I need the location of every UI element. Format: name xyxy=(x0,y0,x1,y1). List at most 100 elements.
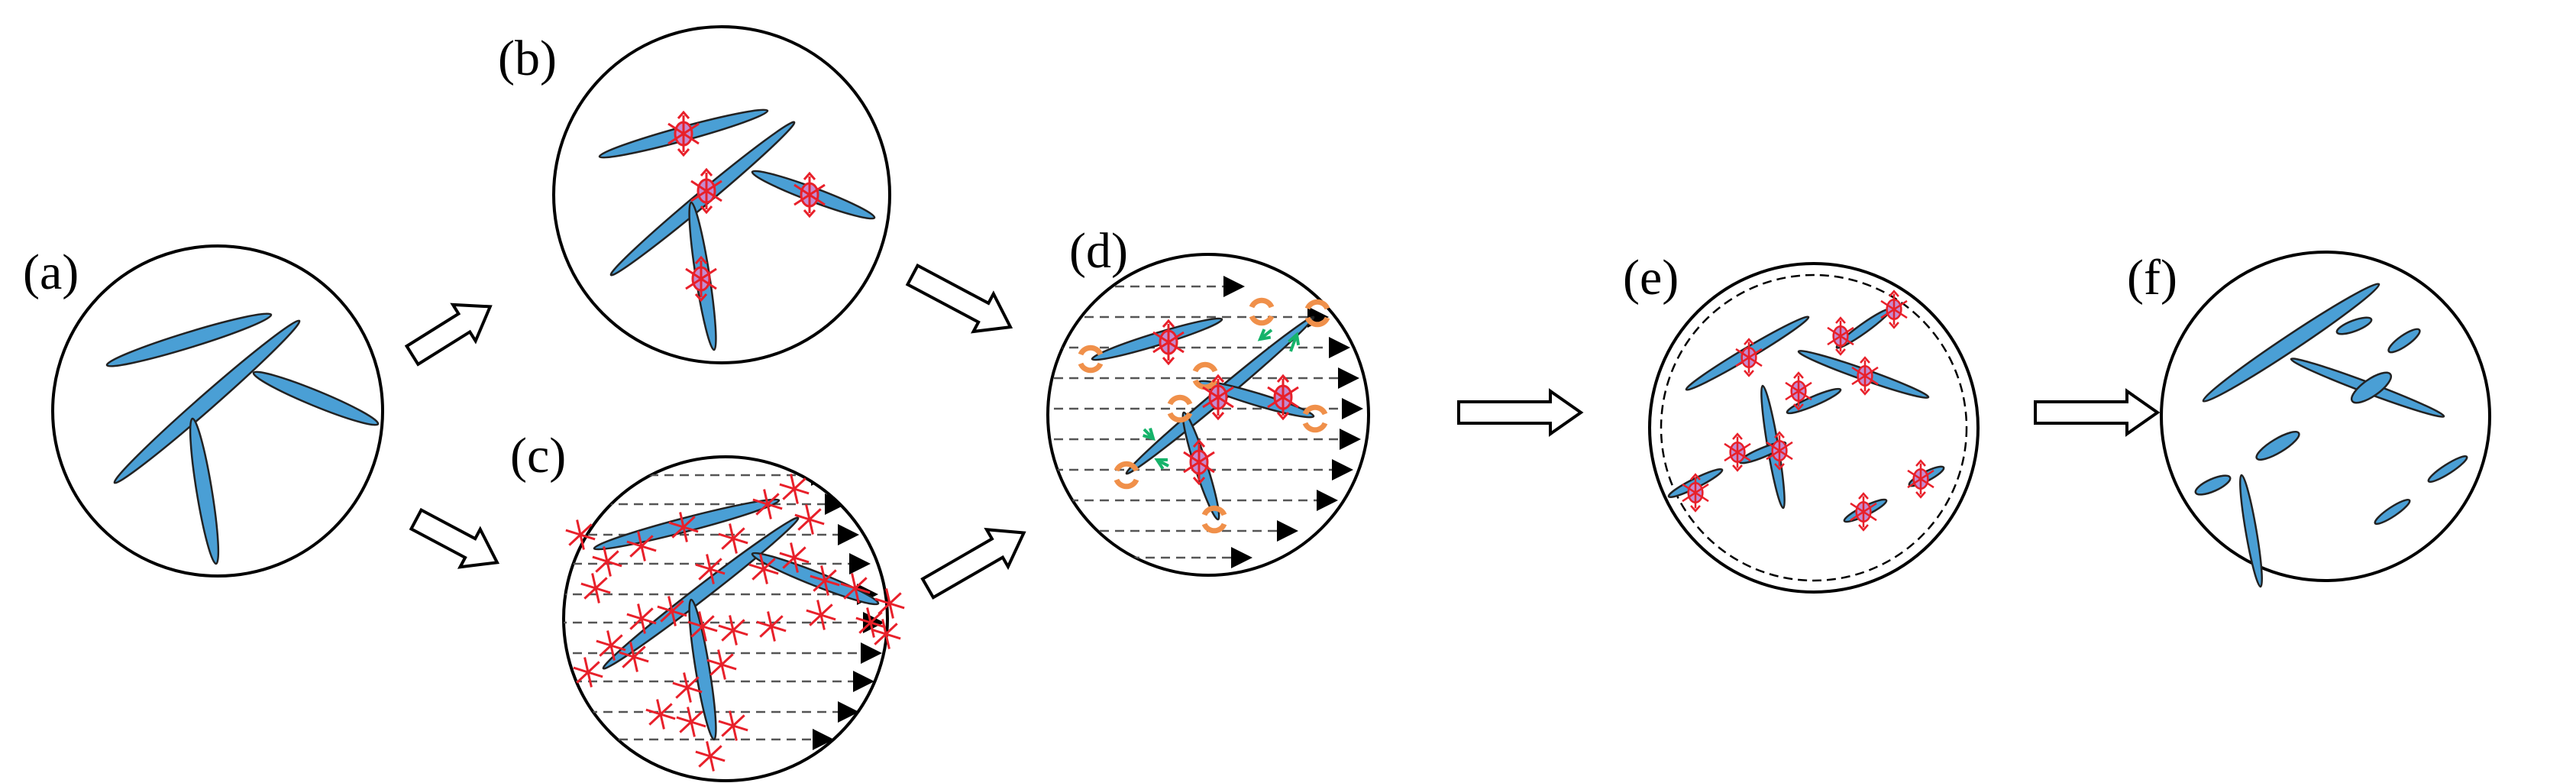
needle xyxy=(2350,371,2393,404)
panel-label-c: (c) xyxy=(510,428,566,484)
end-ring xyxy=(1249,297,1275,326)
panel-e-circle xyxy=(1648,262,1980,594)
panel-a-needles xyxy=(105,312,380,565)
defect-marker xyxy=(1267,374,1299,421)
defect-spike xyxy=(676,707,706,737)
transition-arrows xyxy=(404,263,2161,600)
flow-arrowhead xyxy=(1342,398,1363,419)
needle xyxy=(113,319,301,484)
defect-marker xyxy=(1907,459,1934,499)
flow-arrowhead xyxy=(849,553,871,574)
defect-spike xyxy=(806,600,836,630)
defect-marker xyxy=(1735,338,1763,377)
defect-spike xyxy=(619,642,649,672)
defect-spike xyxy=(810,565,840,596)
defect-spike xyxy=(871,619,901,649)
defect-spike xyxy=(657,596,687,626)
green-arrow xyxy=(1257,328,1273,341)
panel-a-circle xyxy=(51,244,384,578)
needle xyxy=(2374,498,2411,526)
defect-spike xyxy=(718,523,748,554)
needle xyxy=(2194,474,2232,496)
defect-spike xyxy=(706,649,737,680)
flow-arrowhead xyxy=(813,729,834,750)
defect-spike xyxy=(565,519,596,550)
panel-e-defect-markers xyxy=(1682,290,1934,532)
hollow-arrow xyxy=(404,303,493,367)
needle xyxy=(602,516,800,670)
defect-spike xyxy=(695,554,726,584)
defect-marker xyxy=(1202,374,1234,421)
end-ring xyxy=(1304,299,1330,328)
flow-arrowhead xyxy=(1338,367,1359,389)
hollow-arrow xyxy=(1457,388,1584,437)
panel-f-fragments xyxy=(2194,283,2468,588)
defect-spike xyxy=(626,603,657,634)
green-arrow xyxy=(1154,458,1169,470)
end-ring xyxy=(1201,505,1227,534)
flow-arrowhead xyxy=(1317,490,1338,511)
defect-marker xyxy=(1724,432,1751,472)
panel-label-a: (a) xyxy=(23,244,79,300)
needle xyxy=(688,598,717,741)
end-ring xyxy=(1113,461,1139,490)
panel-d-end-rings xyxy=(1078,297,1330,534)
defect-spike xyxy=(718,615,748,645)
hollow-arrow xyxy=(409,507,500,569)
defect-spike xyxy=(596,630,626,661)
flow-arrowhead xyxy=(853,671,874,692)
needle xyxy=(105,312,273,367)
needle xyxy=(189,417,220,565)
end-ring xyxy=(1167,394,1193,423)
defect-marker xyxy=(1850,492,1877,532)
defect-marker xyxy=(1682,473,1709,513)
panel-b-circle xyxy=(552,25,891,364)
flow-arrowhead xyxy=(838,524,859,545)
hollow-arrow xyxy=(2034,388,2161,437)
defect-marker xyxy=(1851,356,1879,396)
defect-spike xyxy=(718,710,748,741)
needle xyxy=(2202,283,2380,403)
defect-spike xyxy=(779,474,810,504)
defect-spike xyxy=(573,657,603,688)
defect-marker xyxy=(1785,371,1812,411)
defect-marker xyxy=(690,167,722,215)
defect-spike xyxy=(855,607,886,638)
defect-spike xyxy=(672,672,703,703)
green-arrow xyxy=(1288,332,1301,352)
defect-marker xyxy=(1827,316,1854,356)
panel-label-b: (b) xyxy=(498,31,557,86)
defect-spike xyxy=(592,546,622,577)
needle xyxy=(252,370,380,426)
needle xyxy=(2255,431,2300,461)
green-arrow xyxy=(1143,428,1155,441)
needle xyxy=(2238,474,2264,588)
end-ring xyxy=(1302,404,1328,433)
panel-c-defect-spikes xyxy=(565,474,905,772)
defect-spike xyxy=(580,573,611,603)
defect-marker xyxy=(667,110,700,157)
panel-c-flow-lines xyxy=(564,464,884,750)
flow-arrowhead xyxy=(838,701,859,723)
defect-marker xyxy=(1880,290,1908,329)
panel-label-f: (f) xyxy=(2127,250,2177,306)
needle xyxy=(2427,455,2468,484)
defect-marker xyxy=(1152,319,1185,366)
flow-arrowhead xyxy=(825,493,846,515)
defect-spike xyxy=(752,489,783,519)
panel-d-defect-markers xyxy=(1152,319,1299,486)
flow-arrowhead xyxy=(1329,337,1350,358)
defect-spike xyxy=(840,573,871,603)
defect-marker xyxy=(1183,438,1215,486)
needle xyxy=(2387,328,2421,354)
defect-spike xyxy=(668,512,699,542)
panel-d-green-arrows xyxy=(1143,328,1301,470)
end-ring xyxy=(1192,361,1218,390)
defect-spike xyxy=(779,542,810,573)
flow-arrowhead xyxy=(1231,547,1252,568)
defect-spike xyxy=(756,611,787,642)
flow-arrowhead xyxy=(1340,429,1361,450)
defect-spike xyxy=(748,554,779,584)
flow-arrowhead xyxy=(1277,520,1298,542)
